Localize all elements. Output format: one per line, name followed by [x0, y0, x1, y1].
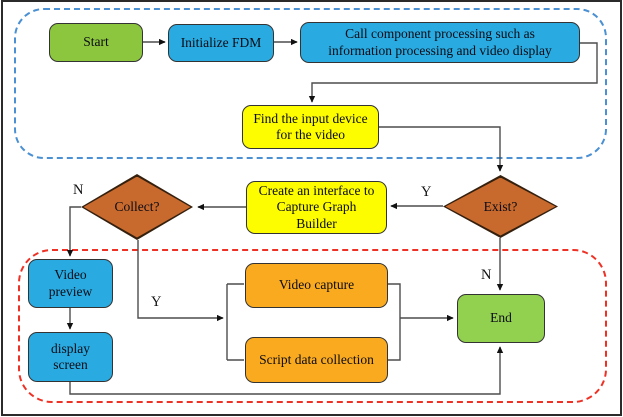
edge-find-input-to-exist: [379, 126, 504, 172]
setup-phase-container: [14, 8, 607, 159]
collection-phase-container: [18, 249, 607, 403]
start-node-label: Start: [83, 34, 109, 50]
end-node: End: [457, 294, 545, 343]
initialize-fdm-node: Initialize FDM: [168, 24, 274, 62]
call-component-label: Call component processing such as inform…: [328, 26, 552, 58]
exist-decision-label: Exist?: [483, 198, 518, 214]
edge-collect-yes-branch: [137, 240, 224, 322]
script-data-collection-node: Script data collection: [245, 337, 388, 383]
find-input-device-label: Find the input device for the video: [253, 110, 368, 142]
initialize-fdm-label: Initialize FDM: [180, 34, 262, 50]
video-preview-label: Video preview: [48, 267, 93, 299]
create-interface-label: Create an interface to Capture Graph Bui…: [258, 183, 375, 231]
call-component-node: Call component processing such as inform…: [300, 22, 580, 63]
create-interface-node: Create an interface to Capture Graph Bui…: [246, 181, 387, 234]
edge-merge-vertical: [388, 283, 401, 361]
start-node: Start: [49, 23, 143, 62]
edge-collect-no-to-video-preview: [66, 206, 81, 257]
video-preview-node: Video preview: [28, 259, 113, 308]
exist-decision-node: Exist?: [443, 175, 558, 238]
collect-no-label: N: [73, 182, 84, 198]
exist-no-label: N: [481, 267, 492, 283]
display-screen-label: display screen: [51, 340, 90, 372]
edge-call-to-find-input: [308, 42, 598, 103]
script-data-collection-label: Script data collection: [259, 351, 374, 367]
end-node-label: End: [490, 310, 512, 326]
find-input-device-node: Find the input device for the video: [242, 105, 379, 149]
collect-decision-label: Collect?: [114, 199, 160, 214]
video-capture-node: Video capture: [245, 263, 388, 308]
collect-decision-node: Collect?: [81, 174, 193, 240]
collect-yes-label: Y: [151, 294, 162, 310]
exist-yes-label: Y: [421, 184, 432, 200]
video-capture-label: Video capture: [278, 277, 355, 293]
display-screen-node: display screen: [28, 332, 113, 382]
edge-display-screen-to-end: [69, 346, 504, 395]
